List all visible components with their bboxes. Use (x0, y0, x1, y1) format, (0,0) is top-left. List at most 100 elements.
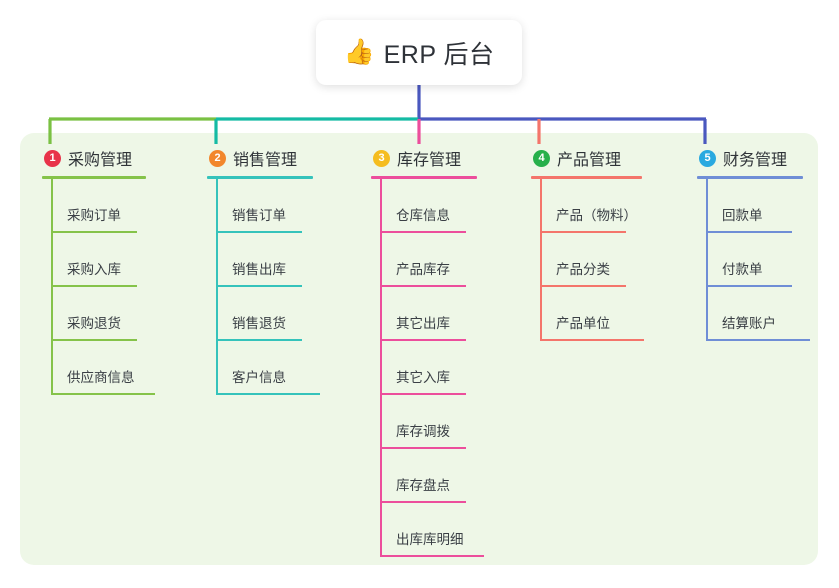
branch-item-rule (380, 447, 466, 449)
branch-item-rule (540, 231, 626, 233)
thumbs-up-icon: 👍 (343, 38, 375, 66)
branch-item[interactable]: 产品库存 (371, 233, 478, 287)
branch-item[interactable]: 销售订单 (207, 179, 314, 233)
branch-item[interactable]: 库存盘点 (371, 449, 478, 503)
branch-item-rule (540, 339, 644, 341)
branch-title: 产品管理 (557, 152, 622, 169)
branch-item-rule (51, 393, 155, 395)
branch-number-badge: 5 (699, 149, 716, 167)
branch-item-label: 采购退货 (67, 316, 121, 331)
branch-item-label: 仓库信息 (396, 208, 450, 223)
branch-number-badge: 1 (44, 149, 61, 167)
branch-title: 销售管理 (233, 152, 298, 169)
branch-item[interactable]: 结算账户 (697, 287, 810, 341)
branch-item-label: 销售订单 (232, 208, 286, 223)
branch-item[interactable]: 产品单位 (531, 287, 644, 341)
branch-number-badge: 2 (209, 149, 226, 167)
branch-spine (540, 179, 542, 341)
branch-item-label: 产品库存 (396, 262, 450, 277)
branch-item[interactable]: 回款单 (697, 179, 804, 233)
branch-item[interactable]: 其它入库 (371, 341, 478, 395)
branch-column-4: 4 产品管理产品（物料） 产品分类产品单位 (531, 146, 644, 341)
branch-item-label: 产品分类 (556, 262, 610, 277)
branch-header-rule (371, 176, 477, 179)
root-node-inner: 👍 ERP 后台 (343, 35, 494, 71)
branch-item[interactable]: 产品分类 (531, 233, 643, 287)
branch-item-label: 出库库明细 (396, 532, 464, 547)
branch-item-rule (380, 393, 466, 395)
branch-item[interactable]: 库存调拨 (371, 395, 478, 449)
branch-item-label: 结算账户 (722, 316, 776, 331)
root-node-card[interactable]: 👍 ERP 后台 (316, 20, 522, 85)
branch-item-list: 销售订单销售出库销售退货客户信息 (207, 179, 320, 395)
branch-item-label: 产品单位 (556, 316, 610, 331)
branch-spine (216, 179, 218, 395)
branch-item-label: 销售出库 (232, 262, 286, 277)
branch-column-3: 3 库存管理仓库信息产品库存其它出库其它入库库存调拨库存盘点出库库明细 (371, 146, 484, 557)
branch-title: 财务管理 (723, 152, 788, 169)
branch-item[interactable]: 其它出库 (371, 287, 478, 341)
branch-item-label: 产品（物料） (556, 208, 637, 223)
branch-item-rule (380, 555, 484, 557)
branch-spine (706, 179, 708, 341)
branch-item[interactable]: 仓库信息 (371, 179, 478, 233)
branch-column-1: 1 采购管理采购订单采购入库采购退货供应商信息 (42, 146, 155, 395)
branch-header-rule (207, 176, 313, 179)
root-title: ERP 后台 (383, 40, 495, 69)
branch-item[interactable]: 采购退货 (42, 287, 147, 341)
branch-item-label: 付款单 (722, 262, 763, 277)
branch-item-label: 销售退货 (232, 316, 286, 331)
branch-item-rule (380, 285, 466, 287)
branch-item-rule (706, 285, 792, 287)
branch-item-list: 回款单付款单结算账户 (697, 179, 810, 341)
branch-item-rule (51, 231, 137, 233)
branch-item-rule (51, 339, 137, 341)
branch-header-rule (531, 176, 642, 179)
branch-item-label: 采购订单 (67, 208, 121, 223)
branch-header-5[interactable]: 5 财务管理 (697, 146, 804, 170)
branch-item-label: 其它出库 (396, 316, 450, 331)
branch-item-rule (706, 231, 792, 233)
branch-item-label: 供应商信息 (67, 370, 135, 385)
branches-panel (20, 133, 818, 565)
branch-item-label: 回款单 (722, 208, 763, 223)
branch-item-rule (706, 339, 810, 341)
branch-item-label: 其它入库 (396, 370, 450, 385)
branch-item-label: 库存调拨 (396, 424, 450, 439)
branch-item-rule (540, 285, 626, 287)
branch-spine (380, 179, 382, 557)
branch-title: 库存管理 (397, 152, 462, 169)
branch-item[interactable]: 出库库明细 (371, 503, 484, 557)
branch-item-rule (380, 501, 466, 503)
branch-header-2[interactable]: 2 销售管理 (207, 146, 314, 170)
branch-header-3[interactable]: 3 库存管理 (371, 146, 478, 170)
branch-item[interactable]: 供应商信息 (42, 341, 155, 395)
branch-item-list: 采购订单采购入库采购退货供应商信息 (42, 179, 155, 395)
branch-item-list: 产品（物料） 产品分类产品单位 (531, 179, 644, 341)
branch-item[interactable]: 产品（物料） (531, 179, 643, 233)
branch-header-1[interactable]: 1 采购管理 (42, 146, 147, 170)
branch-item[interactable]: 采购订单 (42, 179, 147, 233)
branch-header-4[interactable]: 4 产品管理 (531, 146, 643, 170)
branch-item[interactable]: 销售退货 (207, 287, 314, 341)
branch-item-label: 客户信息 (232, 370, 286, 385)
branch-item-rule (216, 393, 320, 395)
branch-header-rule (42, 176, 146, 179)
branch-item-list: 仓库信息产品库存其它出库其它入库库存调拨库存盘点出库库明细 (371, 179, 484, 557)
branch-title: 采购管理 (68, 152, 133, 169)
branch-number-badge: 4 (533, 149, 550, 167)
branch-item-label: 库存盘点 (396, 478, 450, 493)
branch-number-badge: 3 (373, 149, 390, 167)
branch-item[interactable]: 客户信息 (207, 341, 320, 395)
branch-item-rule (51, 285, 137, 287)
branch-column-5: 5 财务管理回款单付款单结算账户 (697, 146, 810, 341)
branch-header-rule (697, 176, 803, 179)
branch-item-rule (380, 231, 466, 233)
branch-item[interactable]: 付款单 (697, 233, 804, 287)
branch-item-rule (380, 339, 466, 341)
branch-item[interactable]: 采购入库 (42, 233, 147, 287)
branch-item[interactable]: 销售出库 (207, 233, 314, 287)
branch-column-2: 2 销售管理销售订单销售出库销售退货客户信息 (207, 146, 320, 395)
branch-item-rule (216, 285, 302, 287)
